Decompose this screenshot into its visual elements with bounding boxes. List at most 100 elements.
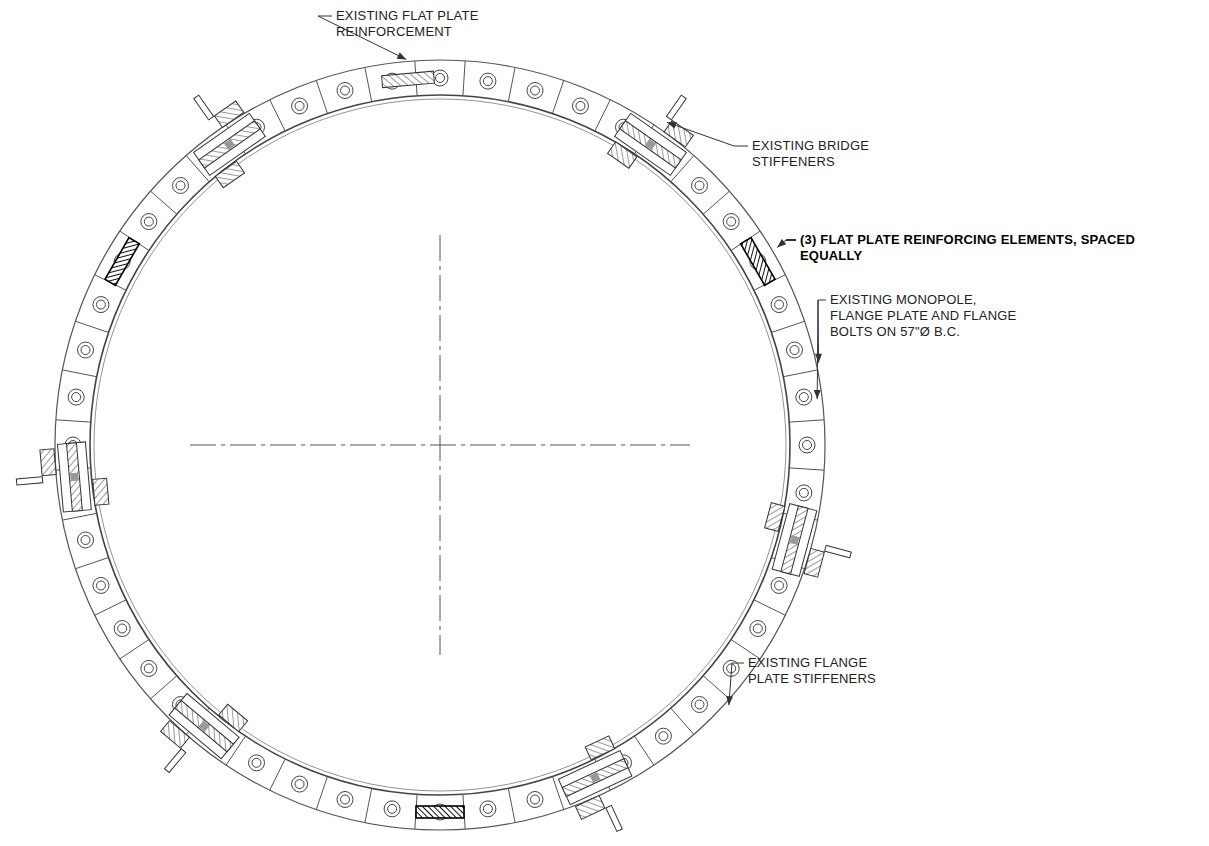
flange-bolt-nut	[775, 300, 784, 309]
leader-arrow	[814, 390, 821, 399]
bridge-stiffener	[168, 77, 275, 190]
flange-bolt-nut	[118, 624, 127, 633]
flange-bolt-nut	[72, 393, 81, 402]
flange-stiffener	[789, 468, 824, 470]
leader-arrow	[815, 354, 822, 363]
flange-bolt	[337, 83, 353, 99]
flange-bolt-nut	[775, 581, 784, 590]
flange-stiffener	[754, 600, 785, 615]
flange-bolt	[655, 728, 671, 744]
flange-bolt	[572, 98, 588, 114]
flange-bolt-nut	[483, 804, 492, 813]
monopole-wall-inner	[94, 99, 786, 791]
flange-bolt-nut	[81, 535, 90, 544]
flange-stiffener	[270, 759, 285, 790]
flange-stiffener	[508, 67, 515, 101]
flange-stiffener	[789, 420, 824, 422]
flange-bolt	[771, 297, 787, 313]
flange-stiffener	[771, 321, 804, 332]
flange-bolt	[292, 98, 308, 114]
flange-bolt-nut	[695, 181, 704, 190]
flange-stiffener	[671, 708, 694, 734]
flange-stiffener	[270, 100, 285, 131]
flange-bolt-nut	[295, 780, 304, 789]
flange-bolt	[68, 389, 84, 405]
flange-bolt	[93, 297, 109, 313]
center-line	[190, 445, 690, 446]
leader-line	[777, 240, 786, 248]
bridge-stiffener	[14, 440, 110, 516]
flange-bolt-nut	[295, 101, 304, 110]
flange-bolt	[786, 342, 802, 358]
flange-bolt-nut	[659, 732, 668, 741]
flange-bolt	[796, 485, 812, 501]
leader-arrow	[397, 52, 407, 59]
flange-bolt-nut	[81, 346, 90, 355]
flange-bolt	[93, 577, 109, 593]
leader-line	[786, 239, 796, 241]
flange-bolt	[249, 755, 265, 771]
flange-bolt-nut	[530, 795, 539, 804]
flange-stiffener	[151, 676, 177, 699]
flange-stiffener	[120, 639, 149, 658]
flange-bolt-nut	[436, 74, 445, 83]
callout-label: EXISTING BRIDGE STIFFENERS	[752, 138, 872, 170]
bridge-stiffener	[755, 499, 860, 588]
flange-bolt-nut	[96, 581, 105, 590]
flange-stiffener	[365, 788, 372, 822]
existing-flat-plate	[382, 71, 435, 87]
flange-stiffener	[316, 776, 327, 809]
flange-bolt	[692, 697, 708, 713]
flange-stiffener	[95, 600, 126, 615]
flange-bolt-nut	[790, 535, 799, 544]
flange-stiffener	[75, 321, 108, 332]
flange-bolt	[796, 389, 812, 405]
new-flat-plate	[416, 806, 464, 818]
flange-bolt	[480, 801, 496, 817]
flange-bolt	[771, 577, 787, 593]
flange-bolt	[480, 73, 496, 89]
flange-bolt	[292, 776, 308, 792]
flange-bolt	[78, 342, 94, 358]
flange-stiffener	[508, 788, 515, 822]
flange-bolt	[527, 83, 543, 99]
flange-bolt	[723, 214, 739, 230]
flange-outer-edge	[55, 60, 825, 830]
monopole-wall	[90, 95, 790, 795]
flange-bolt-nut	[144, 664, 153, 673]
flange-stiffener	[463, 61, 465, 96]
callout-label: EXISTING FLAT PLATE REINFORCEMENT	[336, 8, 506, 40]
flange-stiffener	[703, 676, 729, 699]
flange-bolt	[799, 437, 815, 453]
flange-bolt-nut	[799, 393, 808, 402]
flange-bolt-nut	[252, 758, 261, 767]
flange-bolt-nut	[530, 86, 539, 95]
flange-bolt	[78, 532, 94, 548]
flange-bolt	[527, 791, 543, 807]
leader-line	[732, 663, 744, 664]
flange-bolt-nut	[483, 77, 492, 86]
flange-bolt-nut	[727, 217, 736, 226]
flange-stiffener	[75, 558, 108, 569]
leader-line	[667, 122, 734, 146]
callout-label: EXISTING FLANGE PLATE STIFFENERS	[748, 655, 908, 687]
leader-line	[818, 300, 826, 301]
bridge-stiffener	[604, 77, 711, 190]
leader-line	[318, 16, 332, 17]
flange-stiffener	[62, 370, 96, 377]
flange-bolt-nut	[341, 86, 350, 95]
new-flat-plate	[105, 238, 139, 286]
flange-bolt-nut	[341, 795, 350, 804]
flange-bolt	[141, 660, 157, 676]
flange-bolt-nut	[803, 441, 812, 450]
leader-arrow	[726, 696, 733, 705]
new-flat-plate	[741, 238, 775, 286]
flange-stiffener	[553, 80, 564, 113]
flange-stiffener	[151, 191, 177, 214]
flange-bolt-nut	[144, 217, 153, 226]
flange-bolt-nut	[388, 804, 397, 813]
flange-bolt	[384, 801, 400, 817]
flange-stiffener	[365, 67, 372, 101]
callout-label: EXISTING MONOPOLE, FLANGE PLATE AND FLAN…	[830, 292, 1020, 340]
